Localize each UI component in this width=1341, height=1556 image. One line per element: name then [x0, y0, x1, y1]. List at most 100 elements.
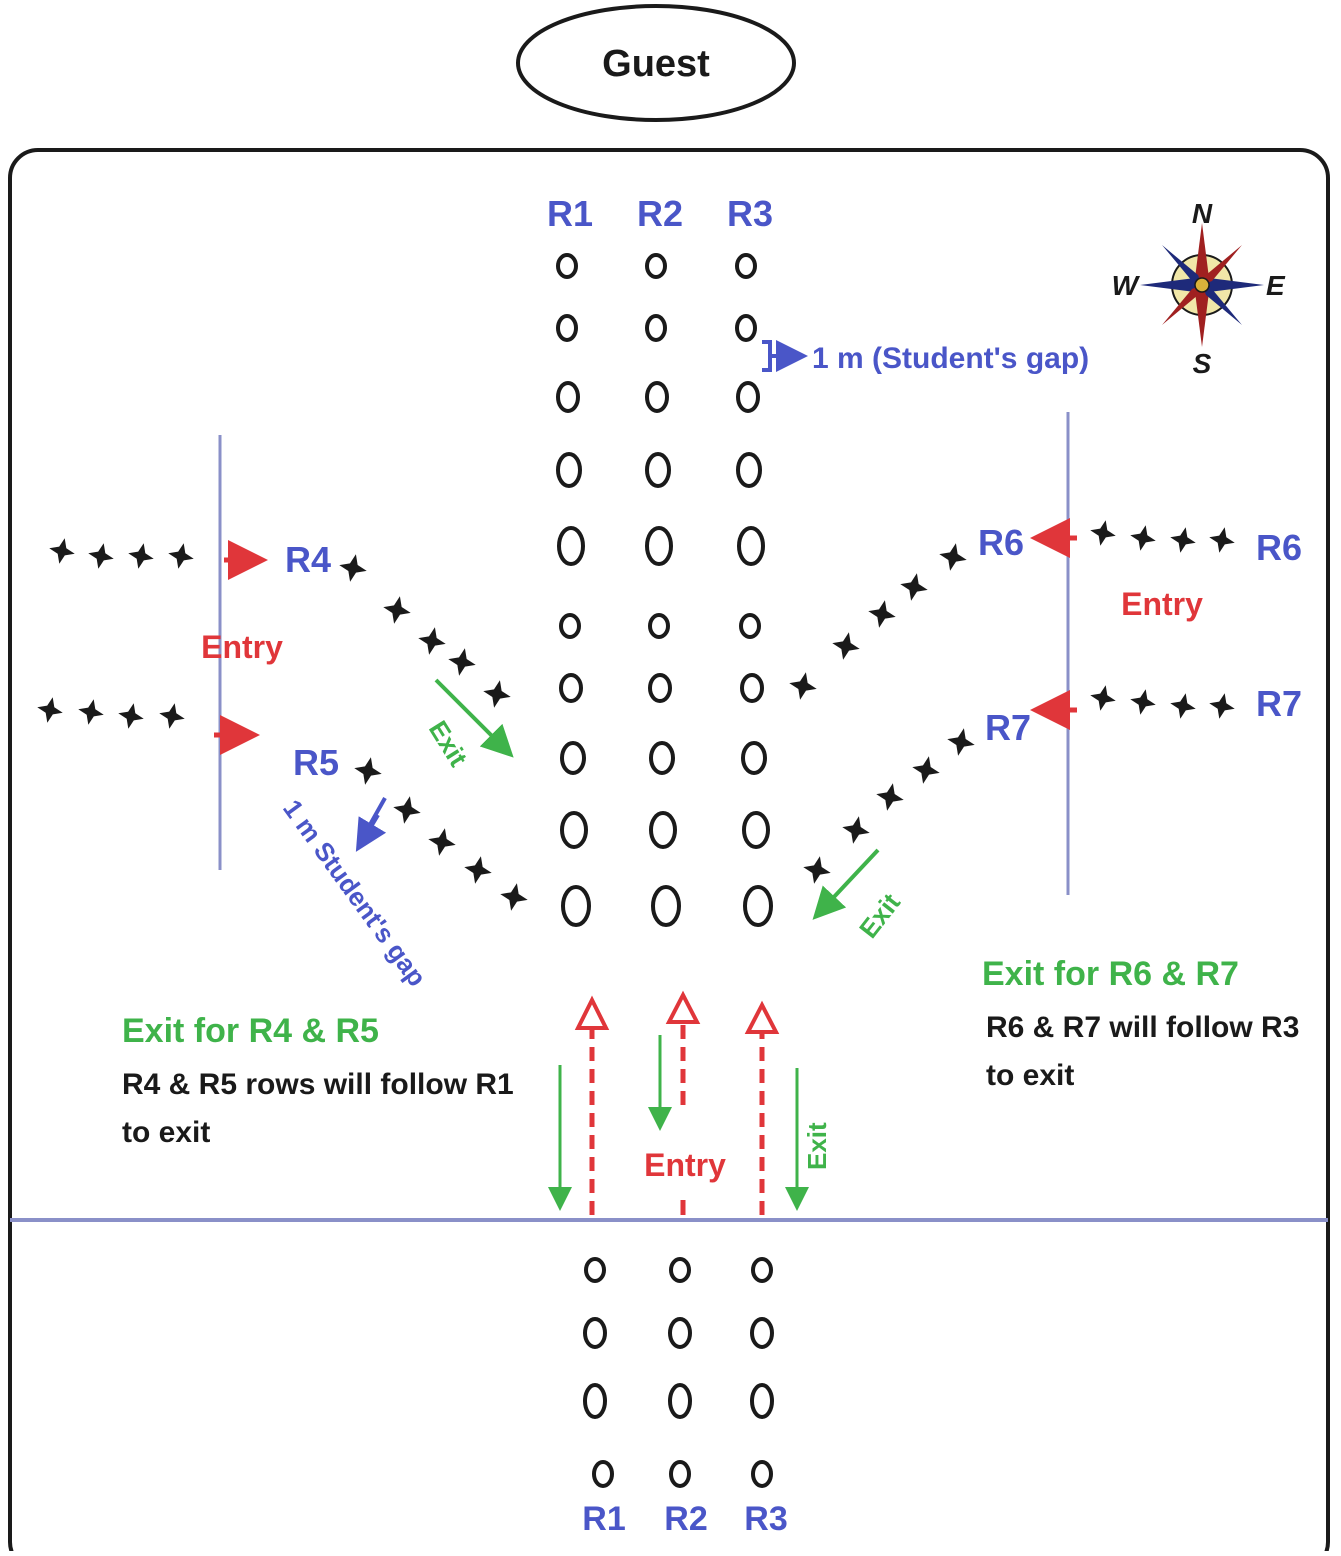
- queue-star-r6: [1090, 520, 1116, 546]
- note-left-title: Exit for R4 & R5: [122, 1012, 379, 1050]
- queue-star-r4: [168, 543, 194, 569]
- row-label-r7-outer: R7: [1256, 683, 1302, 724]
- seat-r1: [559, 673, 583, 703]
- seat-r2-bottom: [668, 1317, 692, 1349]
- seat-r3: [736, 381, 760, 413]
- row-star-r4: [418, 627, 446, 655]
- seat-r1: [556, 253, 578, 279]
- seat-r3-bottom: [751, 1460, 773, 1488]
- row-label-r4: R4: [285, 539, 331, 580]
- column-label-r1-top: R1: [547, 193, 593, 234]
- queue-star-r7: [1209, 693, 1235, 719]
- row-label-r5: R5: [293, 742, 339, 783]
- seat-r1: [560, 811, 588, 849]
- seat-r3-bottom: [750, 1383, 774, 1419]
- queue-star-r5: [37, 697, 63, 723]
- seat-r2: [645, 314, 667, 342]
- column-label-r2-top: R2: [637, 193, 683, 234]
- seat-r1: [556, 381, 580, 413]
- exit-arrow-left: [434, 678, 514, 758]
- gap-label-left: 1 m Student's gap: [277, 794, 432, 992]
- row-star-r4: [448, 648, 476, 676]
- queue-star-r6: [1209, 527, 1235, 553]
- entry-label-right: Entry: [1121, 586, 1203, 622]
- exit-label-left: Exit: [423, 715, 474, 772]
- queue-star-r6: [1170, 527, 1196, 553]
- row-star-r6: [900, 573, 928, 601]
- row-star-r6: [939, 543, 967, 571]
- column-label-r2-bottom: R2: [664, 1500, 707, 1538]
- seat-r3-bottom: [751, 1257, 773, 1283]
- row-star-r7: [876, 783, 904, 811]
- queue-star-r7: [1170, 693, 1196, 719]
- seat-r1: [559, 613, 581, 639]
- seat-r2: [645, 452, 671, 488]
- seat-r2: [645, 253, 667, 279]
- column-label-r3-bottom: R3: [744, 1500, 787, 1538]
- seat-r2-bottom: [669, 1460, 691, 1488]
- row-label-r6-inner: R6: [978, 522, 1024, 563]
- column-label-r1-bottom: R1: [582, 1500, 625, 1538]
- seat-r1: [561, 885, 591, 927]
- seat-r1-bottom: [584, 1257, 606, 1283]
- hall-frame: [8, 148, 1330, 1556]
- seat-r2: [651, 885, 681, 927]
- seat-r1: [560, 741, 586, 775]
- seat-r2-bottom: [668, 1383, 692, 1419]
- queue-star-r7: [1090, 685, 1116, 711]
- exit-arrow-right: [812, 848, 880, 920]
- seat-r1: [556, 452, 582, 488]
- seat-r1: [556, 314, 578, 342]
- seat-r3-bottom: [750, 1317, 774, 1349]
- seat-r2: [645, 381, 669, 413]
- row-star-r6: [868, 600, 896, 628]
- seat-r2: [648, 673, 672, 703]
- seat-r3: [739, 613, 761, 639]
- queue-star-r4: [128, 543, 154, 569]
- gap-label-top: 1 m (Student's gap): [812, 342, 1089, 375]
- row-label-r7-inner: R7: [985, 707, 1031, 748]
- queue-star-r4: [49, 538, 75, 564]
- seat-r3: [743, 885, 773, 927]
- note-right-line2: to exit: [986, 1059, 1074, 1092]
- exit-label-right: Exit: [853, 887, 906, 943]
- center-flow-arrows: [548, 990, 809, 1215]
- column-label-r3-top: R3: [727, 193, 773, 234]
- seat-r3: [740, 673, 764, 703]
- row-star-r5: [428, 828, 456, 856]
- row-star-r5: [500, 883, 528, 911]
- seat-r1: [557, 526, 585, 566]
- compass-s: S: [1193, 348, 1212, 379]
- queue-star-r5: [159, 703, 185, 729]
- queue-star-r5: [118, 703, 144, 729]
- guest-label: Guest: [602, 43, 710, 85]
- queue-star-r6: [1130, 525, 1156, 551]
- seat-r2: [649, 741, 675, 775]
- seat-r3: [735, 314, 757, 342]
- seat-r3: [737, 526, 765, 566]
- seat-r1-bottom: [583, 1317, 607, 1349]
- seat-r2: [648, 613, 670, 639]
- seat-columns: [556, 253, 774, 1488]
- compass-n: N: [1192, 198, 1213, 229]
- guest-area: Guest: [516, 4, 796, 122]
- row-star-r6: [832, 632, 860, 660]
- seat-r3: [741, 741, 767, 775]
- exit-label-center: Exit: [802, 1122, 832, 1170]
- note-left-line2: to exit: [122, 1116, 210, 1149]
- row-star-r7: [842, 816, 870, 844]
- queue-star-r7: [1130, 689, 1156, 715]
- gap-marker-left: 1 m Student's gap: [277, 794, 432, 992]
- entry-label-center: Entry: [644, 1147, 726, 1183]
- note-right-line1: R6 & R7 will follow R3: [986, 1011, 1299, 1044]
- seat-r2-bottom: [669, 1257, 691, 1283]
- row-star-r7: [947, 728, 975, 756]
- row-label-r6-outer: R6: [1256, 527, 1302, 568]
- queue-star-r5: [78, 699, 104, 725]
- seat-r2: [645, 526, 673, 566]
- row-star-r4: [339, 554, 367, 582]
- row-star-r5: [464, 856, 492, 884]
- row-star-r4: [383, 596, 411, 624]
